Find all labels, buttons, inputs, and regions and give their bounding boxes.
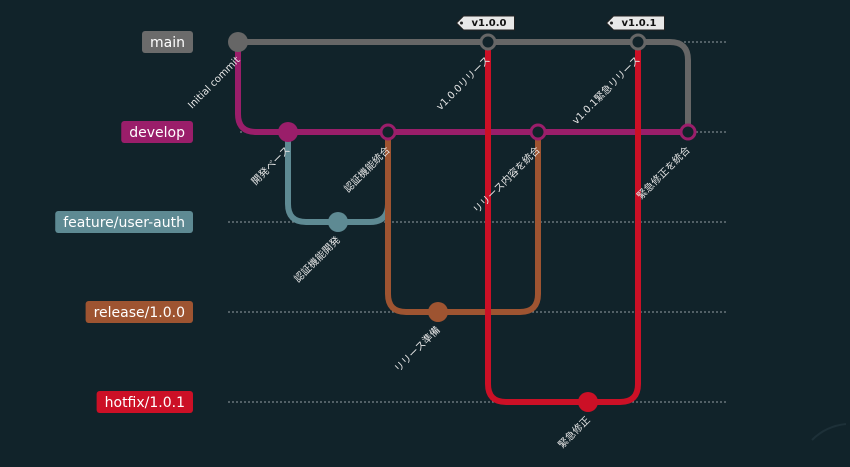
branch-label-text: develop — [129, 125, 185, 141]
branch-label-text: release/1.0.0 — [94, 305, 185, 321]
tag-v1-0-1: v1.0.1 — [605, 15, 665, 31]
commit-label-c3: 認証機能統合 — [341, 143, 393, 195]
commit-dot-c2[interactable] — [328, 212, 348, 232]
commit-dot-c6[interactable] — [529, 123, 547, 141]
branch-label-main: main — [142, 31, 193, 53]
commit-labels: Initial commit開発ベース認証機能開発認証機能統合リリース準備v1.… — [186, 53, 692, 450]
branch-label-develop: develop — [121, 121, 193, 143]
branch-label-bg — [55, 211, 193, 233]
tag-hole — [460, 21, 463, 25]
branch-label-bg — [96, 391, 193, 413]
commit-dot-c9[interactable] — [679, 123, 697, 141]
commit-dot-c1[interactable] — [278, 122, 298, 142]
commit-dot-c0[interactable] — [228, 32, 248, 52]
branch-labels: main develop feature/user-auth release/1.0.… — [55, 31, 193, 413]
commit-dot-c4[interactable] — [428, 302, 448, 322]
commit-label-c0: Initial commit — [186, 55, 242, 111]
path-feature — [285, 129, 391, 225]
commits — [228, 32, 697, 412]
branch-label-hotfix: hotfix/1.0.1 — [96, 391, 193, 413]
tag-hole — [610, 21, 613, 25]
commit-label-c4: リリース準備 — [391, 323, 442, 374]
tag-text: v1.0.1 — [622, 18, 657, 29]
tag-shape — [605, 15, 665, 31]
path-main — [235, 39, 691, 135]
tag-shape — [455, 15, 515, 31]
tag-v1-0-0: v1.0.0 — [455, 15, 515, 31]
branch-label-release: release/1.0.0 — [85, 301, 193, 323]
branch-label-bg — [121, 121, 193, 143]
branch-label-text: hotfix/1.0.1 — [105, 395, 185, 411]
commit-dot-c7[interactable] — [578, 392, 598, 412]
branch-label-feature: feature/user-auth — [55, 211, 193, 233]
commit-label-c6: リリース内容を統合 — [470, 143, 542, 215]
branch-label-bg — [85, 301, 193, 323]
commit-label-c8: v1.0.1緊急リリース — [569, 53, 642, 126]
branch-label-text: main — [150, 35, 185, 51]
commit-label-c7: 緊急修正 — [555, 413, 592, 450]
corner-decoration — [811, 423, 847, 441]
commit-label-c9: 緊急修正を統合 — [634, 143, 693, 202]
branch-label-bg — [142, 31, 193, 53]
tag-text: v1.0.0 — [472, 18, 507, 29]
branch-paths — [235, 39, 691, 405]
path-develop — [235, 39, 691, 135]
commit-label-c5: v1.0.0リリース — [435, 55, 493, 113]
path-hotfix — [485, 39, 641, 405]
commit-label-c2: 認証機能開発 — [291, 233, 343, 285]
commit-dot-c8[interactable] — [629, 33, 647, 51]
branch-label-text: feature/user-auth — [63, 215, 185, 231]
commit-dot-c5[interactable] — [479, 33, 497, 51]
commit-dot-c3[interactable] — [379, 123, 397, 141]
path-release — [385, 129, 541, 315]
tags: v1.0.0 v1.0.1 — [455, 15, 665, 31]
